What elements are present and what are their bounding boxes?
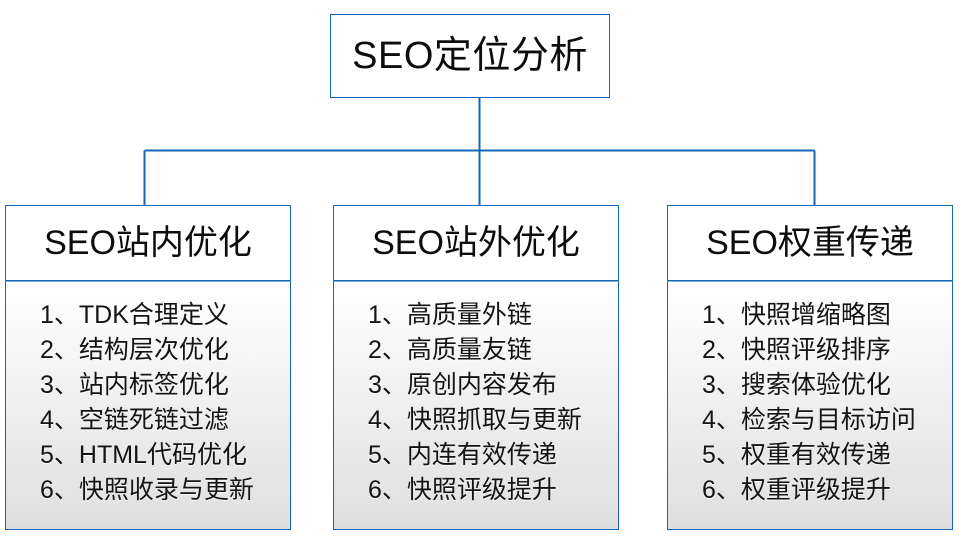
list-item: 1、TDK合理定义 xyxy=(40,301,229,329)
list-item: 5、权重有效传递 xyxy=(702,441,891,469)
list-item: 6、快照评级提升 xyxy=(368,476,557,504)
list-item: 5、HTML代码优化 xyxy=(40,441,247,469)
list-item: 1、高质量外链 xyxy=(368,301,532,329)
branch-item-list-1: 1、TDK合理定义 2、结构层次优化 3、站内标签优化 4、空链死链过滤 5、H… xyxy=(6,298,290,508)
branch-header-3: SEO权重传递 xyxy=(667,205,953,281)
list-item: 4、空链死链过滤 xyxy=(40,406,229,434)
list-item: 3、站内标签优化 xyxy=(40,371,229,399)
branch-header-label-3: SEO权重传递 xyxy=(706,224,914,262)
list-item: 5、内连有效传递 xyxy=(368,441,557,469)
list-item: 3、搜索体验优化 xyxy=(702,371,891,399)
branch-body-3: 1、快照增缩略图 2、快照评级排序 3、搜索体验优化 4、检索与目标访问 5、权… xyxy=(667,281,953,530)
list-item: 6、权重评级提升 xyxy=(702,476,891,504)
list-item: 2、高质量友链 xyxy=(368,336,532,364)
branch-header-label-2: SEO站外优化 xyxy=(372,224,580,262)
list-item: 6、快照收录与更新 xyxy=(40,476,254,504)
branch-header-2: SEO站外优化 xyxy=(333,205,619,281)
branch-column-1: SEO站内优化 1、TDK合理定义 2、结构层次优化 3、站内标签优化 4、空链… xyxy=(5,205,291,530)
branch-body-1: 1、TDK合理定义 2、结构层次优化 3、站内标签优化 4、空链死链过滤 5、H… xyxy=(5,281,291,530)
branch-column-2: SEO站外优化 1、高质量外链 2、高质量友链 3、原创内容发布 4、快照抓取与… xyxy=(333,205,619,530)
branch-header-label-1: SEO站内优化 xyxy=(44,224,252,262)
branch-item-list-2: 1、高质量外链 2、高质量友链 3、原创内容发布 4、快照抓取与更新 5、内连有… xyxy=(334,298,618,508)
branch-header-1: SEO站内优化 xyxy=(5,205,291,281)
list-item: 4、快照抓取与更新 xyxy=(368,406,582,434)
branch-item-list-3: 1、快照增缩略图 2、快照评级排序 3、搜索体验优化 4、检索与目标访问 5、权… xyxy=(668,298,952,508)
root-node: SEO定位分析 xyxy=(330,14,610,98)
list-item: 3、原创内容发布 xyxy=(368,371,557,399)
root-node-label: SEO定位分析 xyxy=(352,35,588,77)
list-item: 2、快照评级排序 xyxy=(702,336,891,364)
list-item: 4、检索与目标访问 xyxy=(702,406,916,434)
branch-column-3: SEO权重传递 1、快照增缩略图 2、快照评级排序 3、搜索体验优化 4、检索与… xyxy=(667,205,953,530)
list-item: 1、快照增缩略图 xyxy=(702,301,891,329)
list-item: 2、结构层次优化 xyxy=(40,336,229,364)
branch-body-2: 1、高质量外链 2、高质量友链 3、原创内容发布 4、快照抓取与更新 5、内连有… xyxy=(333,281,619,530)
